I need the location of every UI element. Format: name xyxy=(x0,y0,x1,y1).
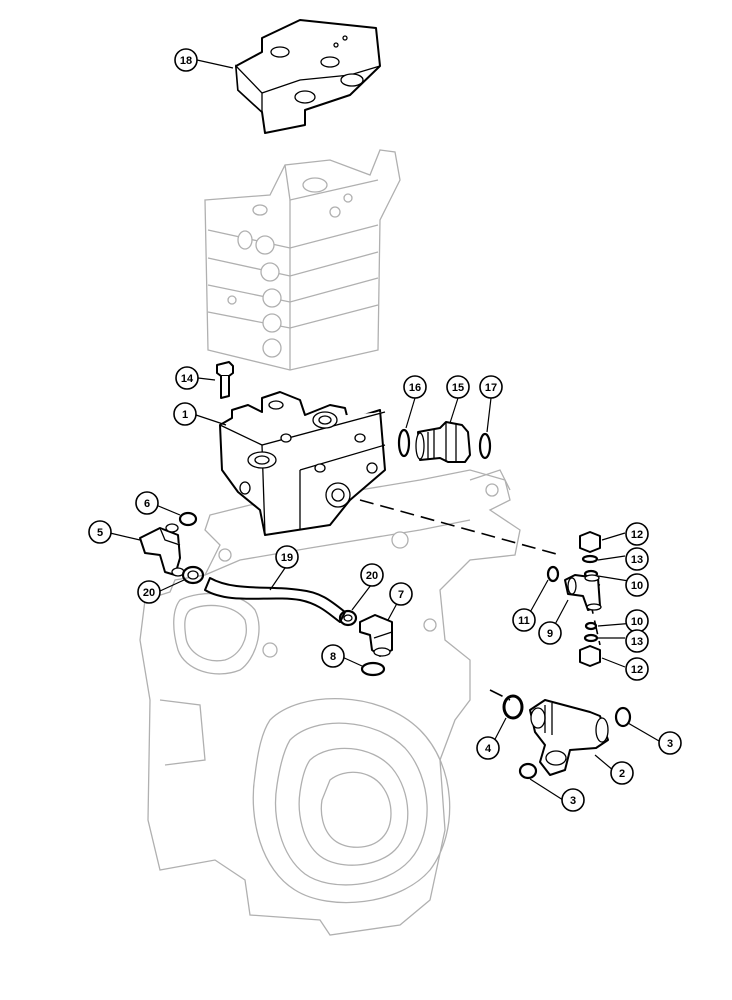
svg-text:3: 3 xyxy=(570,795,576,807)
lower-plug-stack xyxy=(579,621,601,667)
part-15-adapter xyxy=(415,421,471,463)
leader-lines xyxy=(109,59,660,801)
part-17-o-ring xyxy=(478,432,492,460)
svg-text:20: 20 xyxy=(143,587,155,599)
part-2-tee-adapter xyxy=(529,699,609,776)
callout-1: 1 xyxy=(173,402,197,426)
svg-text:13: 13 xyxy=(631,554,643,566)
callout-15: 15 xyxy=(446,375,470,399)
transmission-housing-ghost xyxy=(139,469,521,936)
callout-10-lower: 10 xyxy=(625,609,649,633)
callout-20-left: 20 xyxy=(137,580,161,604)
part-9-tee-fitting xyxy=(564,574,602,611)
svg-text:3: 3 xyxy=(667,738,673,750)
svg-text:20: 20 xyxy=(366,570,378,582)
part-5-elbow xyxy=(139,523,185,577)
part-3-o-ring-right xyxy=(614,706,632,728)
svg-text:2: 2 xyxy=(619,768,625,780)
part-4-o-ring xyxy=(502,694,524,720)
part-19-hose xyxy=(204,577,346,623)
part-13-seal-upper xyxy=(581,554,599,564)
callout-6: 6 xyxy=(135,491,159,515)
callout-13-lower: 13 xyxy=(625,629,649,653)
svg-text:18: 18 xyxy=(180,55,192,67)
callout-8: 8 xyxy=(321,644,345,668)
part-6-o-ring xyxy=(178,511,198,527)
svg-text:10: 10 xyxy=(631,616,643,628)
callout-11: 11 xyxy=(512,608,536,632)
callout-3-lower: 3 xyxy=(561,788,585,812)
svg-text:13: 13 xyxy=(631,636,643,648)
upper-plug-stack xyxy=(579,531,601,579)
part-10-washer-lower xyxy=(584,621,598,631)
svg-text:7: 7 xyxy=(398,589,404,601)
callout-20-right: 20 xyxy=(360,563,384,587)
part-7-elbow xyxy=(359,614,393,657)
part-12-plug-upper xyxy=(579,531,601,553)
part-1-manifold xyxy=(219,391,386,536)
callout-12-lower: 12 xyxy=(625,657,649,681)
svg-text:11: 11 xyxy=(518,615,530,627)
svg-text:5: 5 xyxy=(97,527,103,539)
callout-2: 2 xyxy=(610,761,634,785)
svg-text:12: 12 xyxy=(631,529,643,541)
part-8-o-ring xyxy=(360,661,386,677)
svg-text:15: 15 xyxy=(452,382,464,394)
callout-5: 5 xyxy=(88,520,112,544)
svg-text:12: 12 xyxy=(631,664,643,676)
svg-text:4: 4 xyxy=(485,743,492,755)
callout-10-upper: 10 xyxy=(625,573,649,597)
callout-7: 7 xyxy=(389,582,413,606)
svg-text:19: 19 xyxy=(281,552,293,564)
callout-16: 16 xyxy=(403,375,427,399)
callout-9: 9 xyxy=(538,621,562,645)
svg-text:17: 17 xyxy=(485,382,497,394)
callout-19: 19 xyxy=(275,545,299,569)
callout-18: 18 xyxy=(174,48,198,72)
part-20-clamp-right xyxy=(338,609,358,627)
svg-text:10: 10 xyxy=(631,580,643,592)
svg-text:9: 9 xyxy=(547,628,553,640)
part-20-clamp-left xyxy=(181,565,205,585)
callout-14: 14 xyxy=(175,366,199,390)
callout-4: 4 xyxy=(476,736,500,760)
part-18-cover-plate xyxy=(235,19,381,134)
svg-text:16: 16 xyxy=(409,382,421,394)
callout-3-right: 3 xyxy=(658,731,682,755)
part-12-plug-lower xyxy=(579,645,601,667)
part-14-bolt xyxy=(216,361,234,399)
svg-text:14: 14 xyxy=(181,373,194,385)
svg-text:6: 6 xyxy=(144,498,150,510)
part-13-seal-lower xyxy=(583,633,599,643)
callout-17: 17 xyxy=(479,375,503,399)
callout-12-upper: 12 xyxy=(625,522,649,546)
part-16-o-ring xyxy=(397,428,411,458)
callout-13-upper: 13 xyxy=(625,547,649,571)
svg-text:1: 1 xyxy=(182,409,188,421)
part-11-o-ring xyxy=(546,565,560,583)
svg-text:8: 8 xyxy=(330,651,336,663)
control-valve-stack-ghost xyxy=(204,149,401,371)
part-3-o-ring-lower xyxy=(518,762,538,780)
